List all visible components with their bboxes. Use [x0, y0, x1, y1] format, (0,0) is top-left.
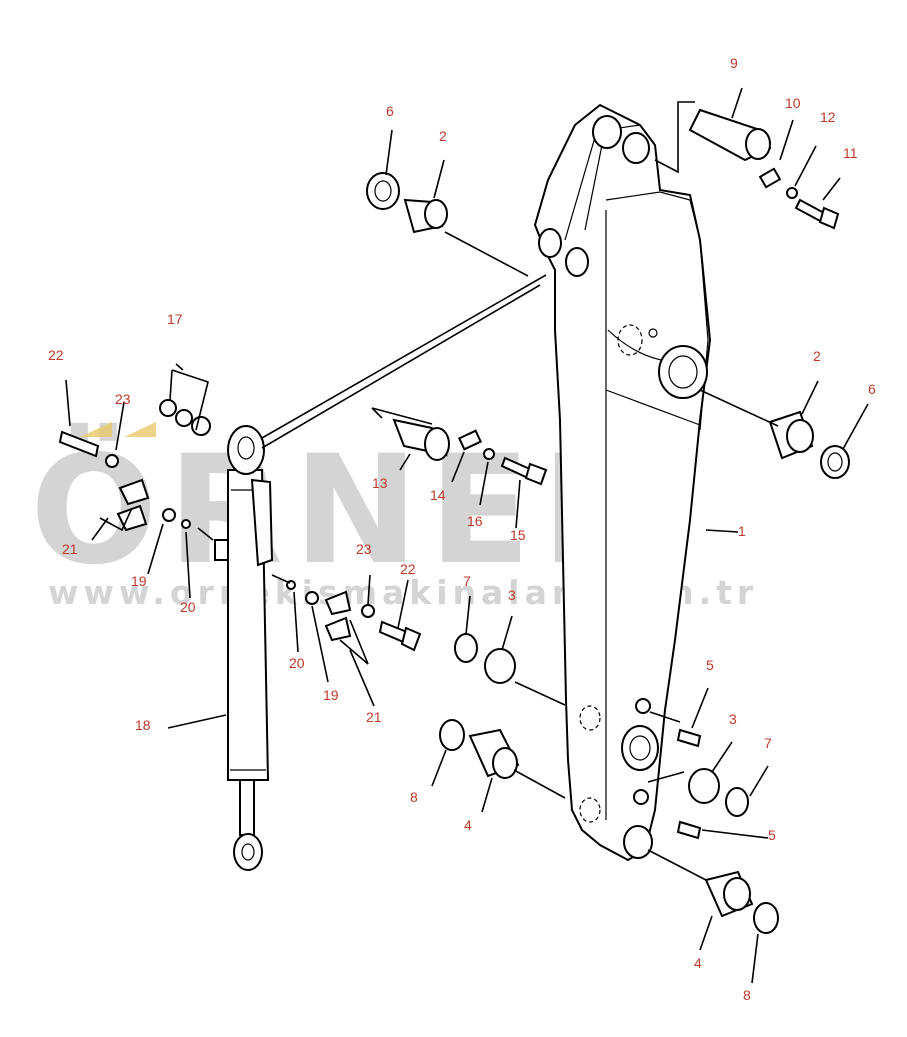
- callout-3-right: 3: [729, 711, 737, 727]
- callout-7-right: 7: [764, 735, 772, 751]
- callout-5-top: 5: [706, 657, 714, 673]
- callout-12: 12: [820, 109, 836, 125]
- callout-20-right: 20: [289, 655, 305, 671]
- callout-13: 13: [372, 475, 388, 491]
- callout-11: 11: [843, 145, 858, 161]
- callout-6-top: 6: [386, 103, 394, 119]
- callout-1: 1: [738, 523, 746, 539]
- callout-3-left: 3: [508, 587, 516, 603]
- callout-4-left: 4: [464, 817, 472, 833]
- callout-23-left: 23: [115, 391, 131, 407]
- callout-7-left: 7: [463, 573, 471, 589]
- callout-2-right: 2: [813, 348, 821, 364]
- callout-10: 10: [785, 95, 801, 111]
- hydraulic-cylinder: [214, 425, 274, 871]
- callout-19-right: 19: [323, 687, 339, 703]
- callout-9: 9: [730, 55, 738, 71]
- callout-16: 16: [467, 513, 483, 529]
- callout-6-right: 6: [868, 381, 876, 397]
- callout-20-left: 20: [180, 599, 196, 615]
- callout-5-bottom: 5: [768, 827, 776, 843]
- callout-8-bottom: 8: [743, 987, 751, 1003]
- callout-19-left: 19: [131, 573, 147, 589]
- callout-labels: 1 2 2 3 3 4 4 5 5 6 6 7 7 8 8 9 10 11 12…: [48, 55, 876, 1003]
- callout-4-bottom: 4: [694, 955, 702, 971]
- callout-22-right: 22: [400, 561, 416, 577]
- callout-21-left: 21: [62, 541, 78, 557]
- callout-2-top: 2: [439, 128, 447, 144]
- callout-21-right: 21: [366, 709, 382, 725]
- callout-8-left: 8: [410, 789, 418, 805]
- callout-15: 15: [510, 527, 526, 543]
- callout-23-right: 23: [356, 541, 372, 557]
- callout-14: 14: [430, 487, 446, 503]
- callout-18: 18: [135, 717, 151, 733]
- leader-lines: [65, 87, 869, 984]
- boom-arm: [533, 103, 712, 862]
- callout-22-left: 22: [48, 347, 64, 363]
- callout-17: 17: [167, 311, 183, 327]
